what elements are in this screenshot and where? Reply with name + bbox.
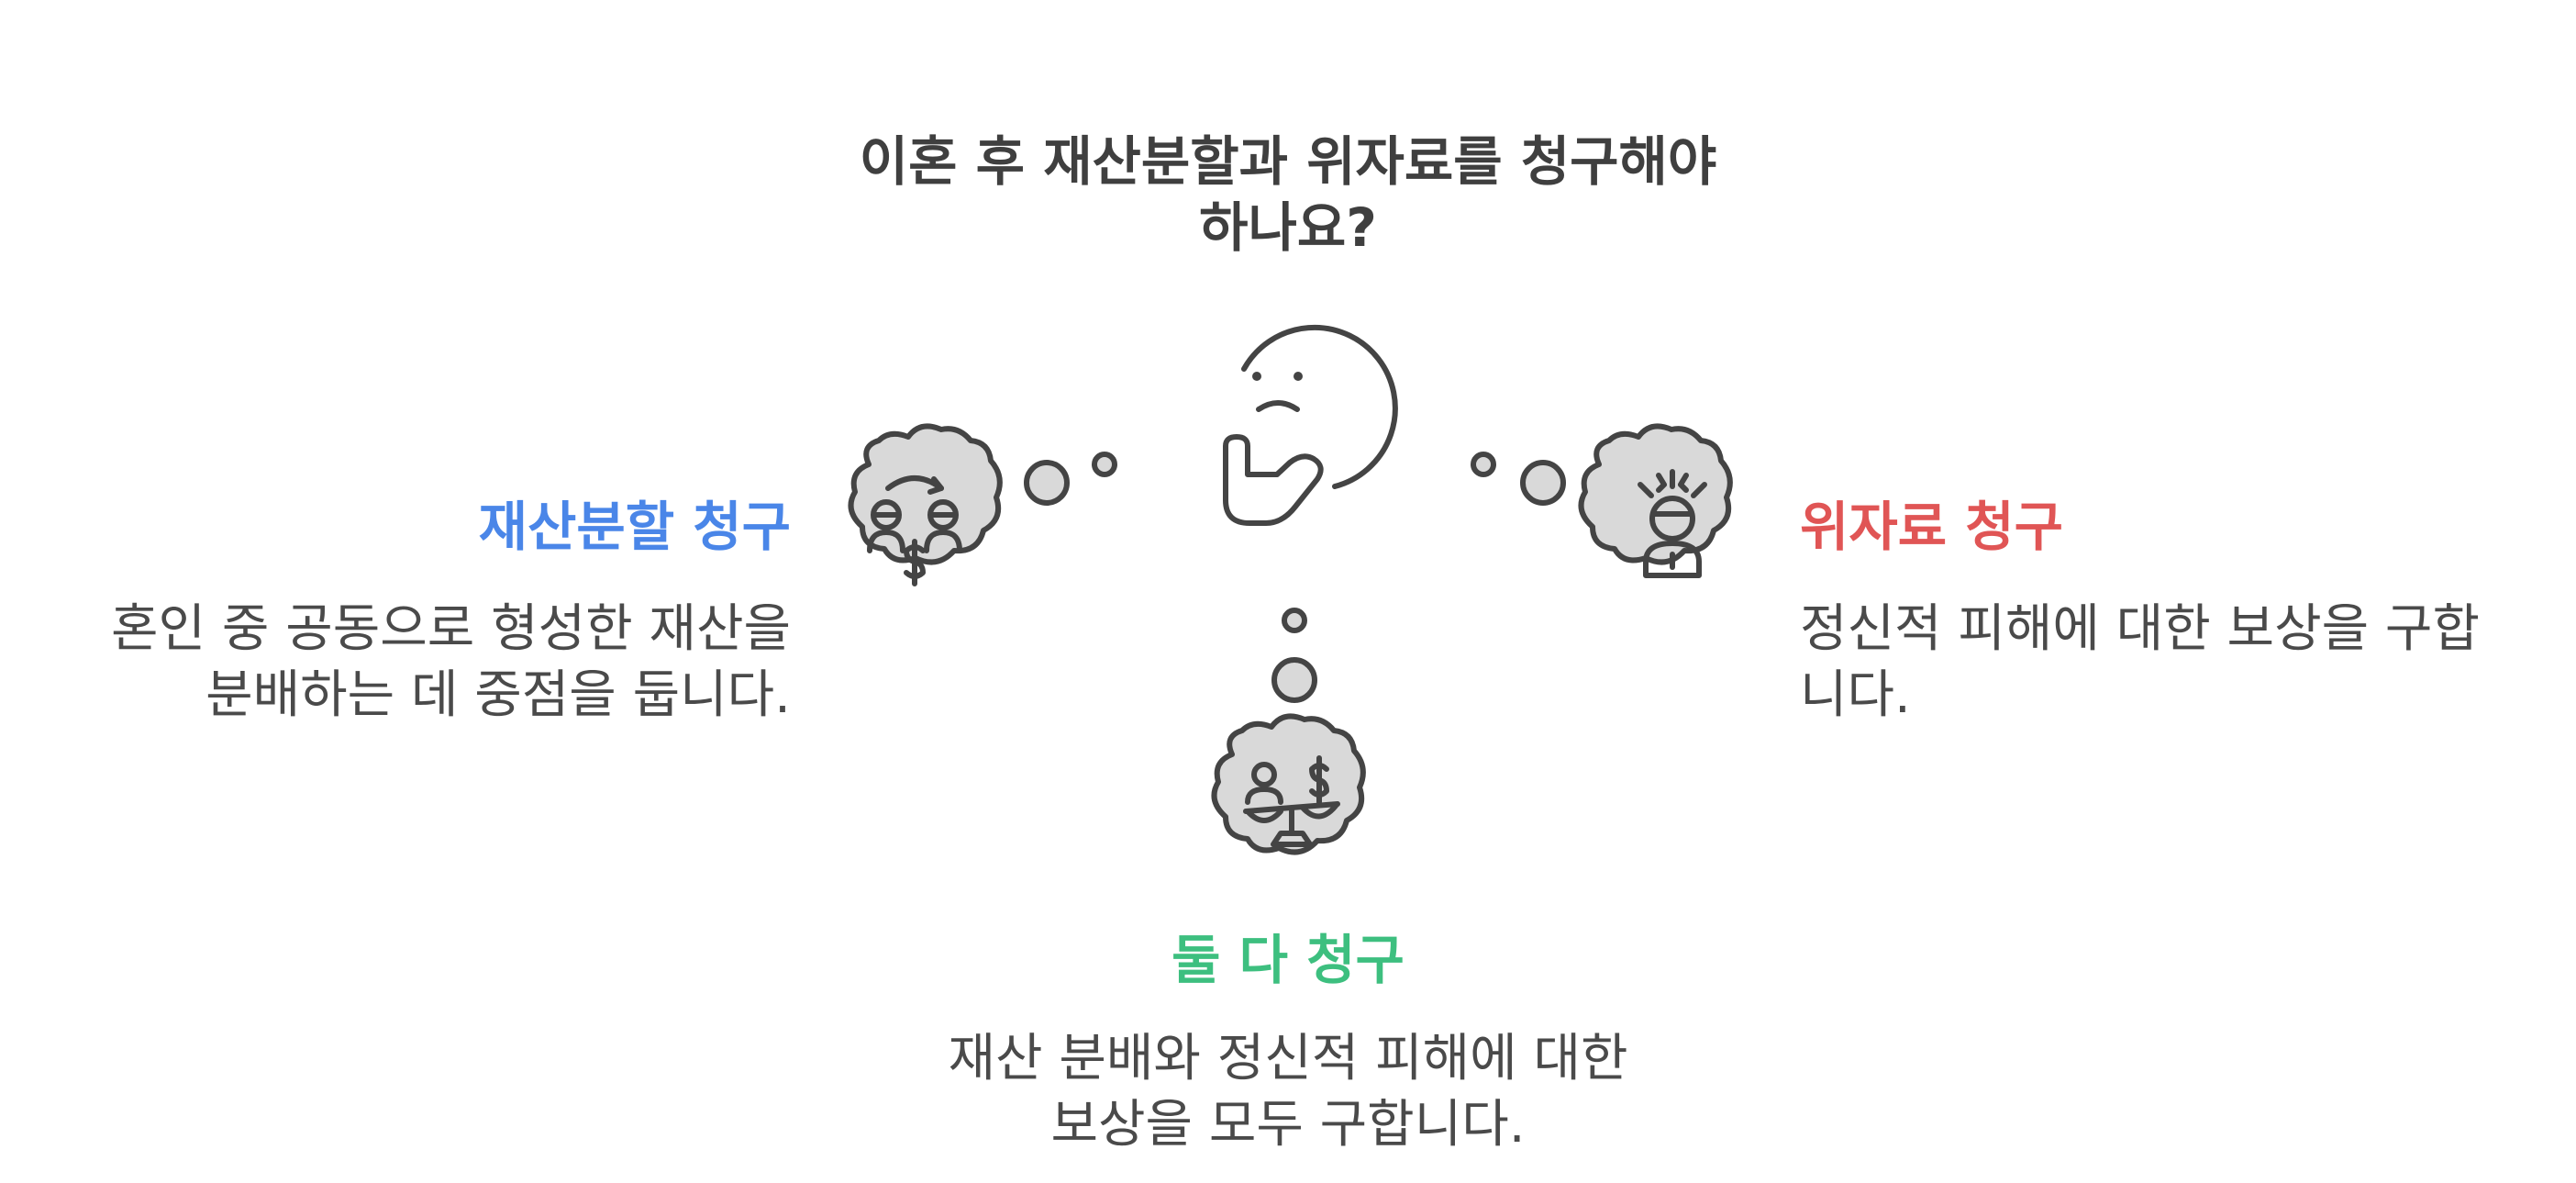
alimony-description: 정신적 피해에 대한 보상을 구합 니다. bbox=[1800, 597, 2480, 729]
alimony-heading: 위자료 청구 bbox=[1800, 496, 2063, 558]
thought-dot bbox=[1092, 452, 1117, 477]
property-division-description-line-2: 분배하는 데 중점을 둡니다. bbox=[205, 665, 791, 725]
balance-scale-icon bbox=[1211, 713, 1366, 855]
alimony-description-line-1: 정신적 피해에 대한 보상을 구합 bbox=[1800, 599, 2480, 659]
thought-dot bbox=[1471, 452, 1496, 477]
question-title: 이혼 후 재산분할과 위자료를 청구해야 하나요? bbox=[829, 128, 1747, 261]
property-division-description: 혼인 중 공동으로 형성한 재산을 분배하는 데 중점을 둡니다. bbox=[111, 597, 791, 729]
property-division-heading: 재산분할 청구 bbox=[478, 496, 791, 558]
thinking-face-icon bbox=[1223, 324, 1398, 526]
property-division-description-line-1: 혼인 중 공동으로 형성한 재산을 bbox=[111, 599, 791, 659]
both-claims-description-line-2: 보상을 모두 구합니다. bbox=[1050, 1095, 1526, 1155]
thought-dot bbox=[1024, 460, 1070, 506]
question-title-line-2: 하나요? bbox=[1199, 196, 1377, 259]
both-claims-description-line-1: 재산 분배와 정신적 피해에 대한 bbox=[948, 1029, 1628, 1088]
thought-dot bbox=[1520, 460, 1566, 506]
question-title-line-1: 이혼 후 재산분할과 위자료를 청구해야 bbox=[859, 130, 1717, 193]
alimony-description-line-2: 니다. bbox=[1800, 665, 1911, 725]
thought-dot bbox=[1271, 657, 1317, 703]
both-claims-description: 재산 분배와 정신적 피해에 대한 보상을 모두 구합니다. bbox=[829, 1026, 1747, 1158]
money-exchange-icon bbox=[848, 423, 1003, 586]
both-claims-heading: 둘 다 청구 bbox=[1171, 929, 1405, 991]
distressed-person-icon bbox=[1578, 423, 1733, 578]
thought-dot bbox=[1282, 608, 1307, 633]
